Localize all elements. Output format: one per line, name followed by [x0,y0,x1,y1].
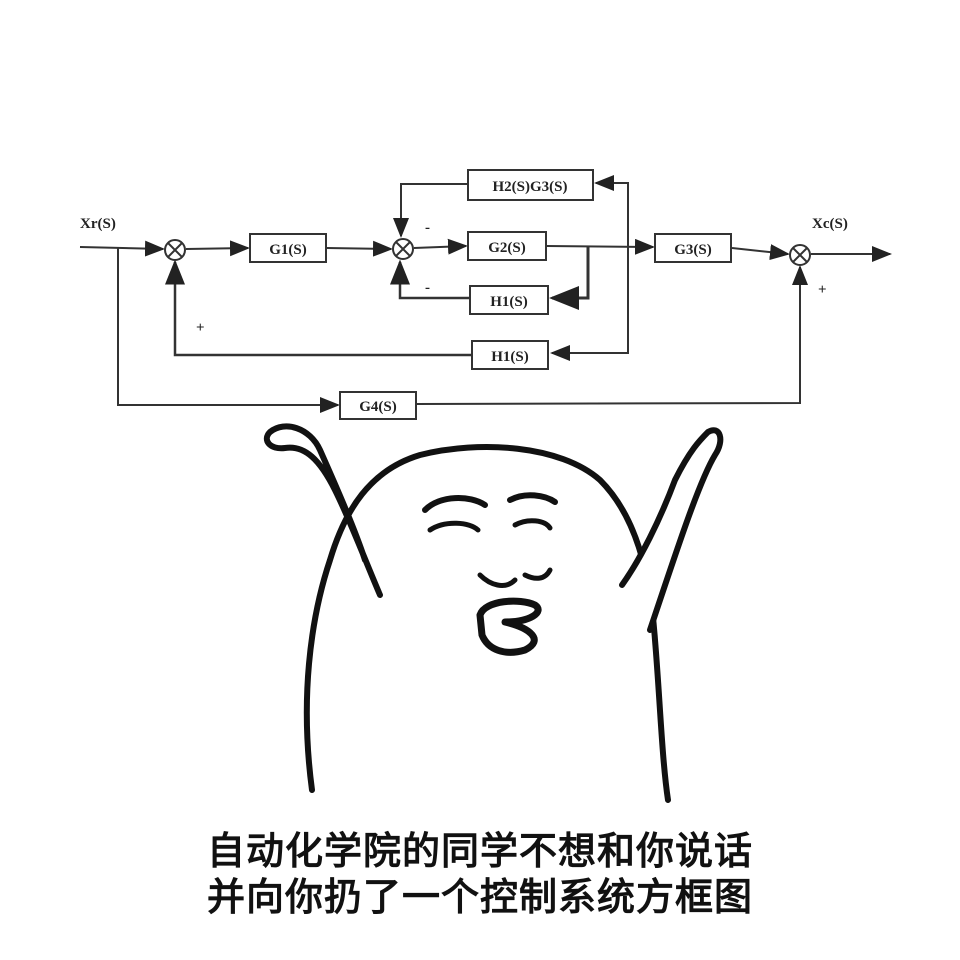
left-eye [427,520,481,533]
summing-junction-3 [789,244,811,266]
mouth [476,597,542,656]
block-h1-outer: H1(S) [491,349,529,365]
input-line [79,240,165,257]
right-eye [512,518,553,531]
right-eyebrow [507,492,558,505]
left-arm [263,423,383,598]
block-g3: G3(S) [674,242,712,258]
caption-line-1: 自动化学院的同学不想和你说话 [206,829,753,873]
sign-summer1-bottom: + [196,320,205,336]
block-h1-inner: H1(S) [490,294,528,310]
block-g4: G4(S) [359,399,397,415]
caption-line-2: 并向你扔了一个控制系统方框图 [206,875,753,919]
summing-junction-1 [164,239,186,261]
output-label: Xc(S) [812,216,848,232]
sign-summer2-bottom: - [425,280,430,296]
block-h2g3: H2(S)G3(S) [493,179,568,195]
block-g2: G2(S) [488,240,526,256]
sign-summer2-top: - [425,220,430,236]
right-arm [619,427,724,633]
left-eyebrow [422,495,488,513]
block-g1: G1(S) [269,242,307,258]
input-label: Xr(S) [80,216,116,232]
nose [477,567,553,588]
sign-summer3-bottom: + [818,282,827,298]
meme-character [263,423,724,803]
summing-junction-2 [392,238,414,260]
